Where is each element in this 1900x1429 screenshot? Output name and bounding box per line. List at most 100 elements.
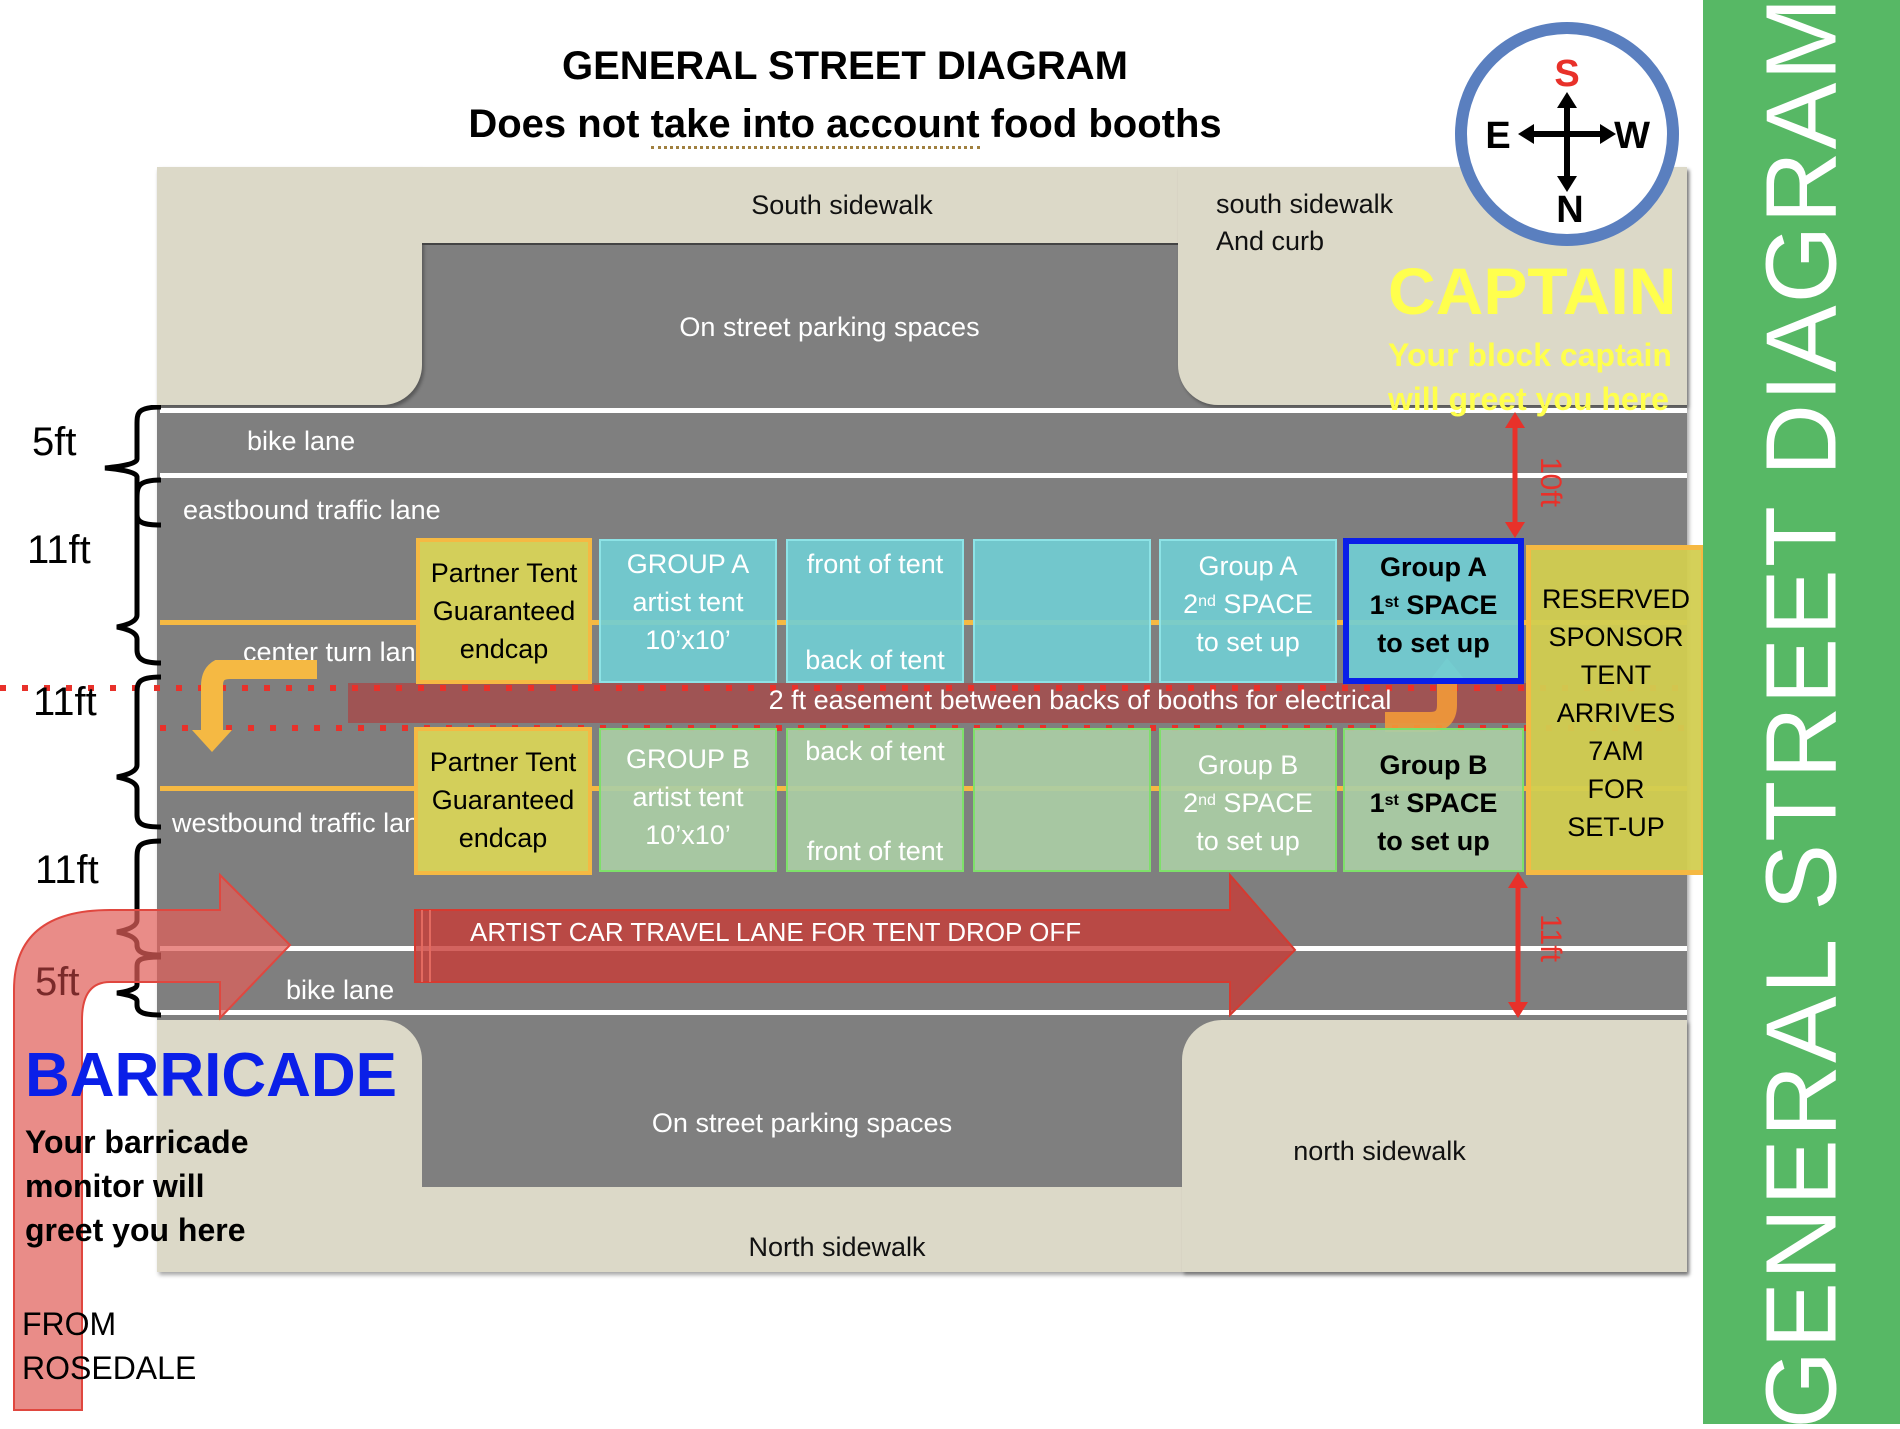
sponsor-line: ARRIVES (1556, 698, 1676, 728)
artist-a-line1: GROUP A (626, 549, 750, 579)
barricade-title: BARRICADE (25, 1041, 397, 1110)
front-of-tent-label-b: front of tent (806, 836, 944, 866)
brace-5ft (104, 405, 162, 528)
group-a-second-space: Group A 2nd SPACE to set up (1159, 539, 1337, 683)
compass-east: E (1485, 115, 1510, 157)
group-b-artist-tent: GROUP B artist tent 10’x10’ (599, 728, 777, 872)
booth-a-empty (973, 539, 1151, 683)
southwest-corner-sidewalk (157, 167, 422, 405)
north-sidewalk-label: North sidewalk (748, 1232, 926, 1262)
second-b-line3: to set up (1196, 826, 1300, 856)
subtitle-part-2: take into account (650, 102, 980, 149)
westbound-lane-label: westbound traffic lane (172, 808, 435, 838)
sponsor-line: 7AM (1588, 736, 1644, 766)
partner-tent-a: Partner Tent Guaranteed endcap (416, 538, 592, 684)
lane-line (160, 473, 1687, 478)
booth-a-front-back: front of tent back of tent (786, 539, 964, 683)
measure-bottom-label: 11ft (1534, 914, 1567, 962)
artist-b-line2: artist tent (632, 782, 744, 812)
travel-lane-label: ARTIST CAR TRAVEL LANE FOR TENT DROP OFF (470, 917, 1082, 947)
barricade-line1: Your barricade (25, 1124, 249, 1160)
side-banner-title-box: GENERAL STREET DIAGRAM (1703, 0, 1900, 1429)
arrow-up-icon (1508, 872, 1528, 888)
group-b-second-space: Group B 2nd SPACE to set up (1159, 728, 1337, 872)
north-parking-label: On street parking spaces (651, 1108, 953, 1138)
south-parking-label: On street parking spaces (679, 312, 980, 342)
from-line1: FROM (22, 1306, 117, 1342)
group-b-first-space: Group B 1st SPACE to set up (1343, 728, 1524, 872)
partner-b-line3: endcap (458, 823, 548, 853)
brace-11ft-1 (116, 477, 162, 666)
first-b-line1: Group B (1379, 750, 1488, 780)
sponsor-line: SET-UP (1567, 812, 1665, 842)
first-b-line3: to set up (1377, 826, 1490, 856)
subtitle-part-1: Does not (468, 102, 651, 146)
dimension-label: 11ft (33, 680, 97, 724)
side-banner (1703, 0, 1900, 1424)
subtitle-part-3: food booths (979, 102, 1222, 146)
booth-b-back-front: back of tent front of tent (786, 728, 964, 872)
easement-label: 2 ft easement between backs of booths fo… (768, 685, 1392, 715)
front-of-tent-label: front of tent (806, 549, 944, 579)
partner-tent-b: Partner Tent Guaranteed endcap (414, 727, 592, 875)
artist-a-line3: 10’x10’ (645, 625, 731, 655)
captain-line1: Your block captain (1388, 337, 1672, 373)
easement-band (348, 683, 1528, 723)
north-sidewalk-right (1182, 1020, 1687, 1272)
back-of-tent-label: back of tent (805, 645, 945, 675)
artist-a-line2: artist tent (632, 587, 744, 617)
partner-b-line2: Guaranteed (431, 785, 575, 815)
lane-line (160, 1010, 1687, 1015)
first-b-line2: 1st SPACE (1369, 788, 1498, 818)
partner-a-line3: endcap (459, 634, 549, 664)
group-a-first-space: Group A 1st SPACE to set up (1343, 538, 1524, 684)
second-a-line2: 2nd SPACE (1183, 589, 1313, 619)
measure-top-label-box: 10ft (1530, 452, 1570, 512)
north-sidewalk-right-label: north sidewalk (1293, 1136, 1466, 1166)
sponsor-line: TENT (1580, 660, 1652, 690)
reserved-sponsor-tent: RESERVED SPONSOR TENT ARRIVES 7AM FOR SE… (1526, 545, 1706, 875)
easement-dotted-lines (0, 685, 1690, 731)
compass-icon: S E W N (1455, 22, 1679, 246)
dimension-label: 5ft (32, 420, 77, 464)
compass-north: N (1556, 189, 1583, 231)
turn-arrow-icon (192, 660, 317, 752)
bike-lane-bottom-label: bike lane (286, 975, 395, 1005)
partner-a-line1: Partner Tent (430, 558, 578, 588)
barricade-entry-arrow-icon (13, 872, 292, 1411)
sponsor-line: FOR (1587, 774, 1645, 804)
captain-title: CAPTAIN (1388, 254, 1677, 328)
travel-lane-arrow-icon (414, 872, 1297, 1018)
northwest-corner-sidewalk (157, 1020, 422, 1272)
arrow-down-icon (1508, 1002, 1528, 1018)
second-a-line1: Group A (1198, 551, 1298, 581)
dimension-label: 5ft (35, 960, 80, 1004)
bike-lane-top-label: bike lane (247, 426, 356, 456)
south-curb-label: south sidewalk And curb (1216, 186, 1393, 260)
arrow-up-icon (1505, 412, 1525, 428)
diagram-title: GENERAL STREET DIAGRAM (562, 44, 1128, 88)
group-a-artist-tent: GROUP A artist tent 10’x10’ (599, 539, 777, 683)
sponsor-line: SPONSOR (1548, 622, 1684, 652)
from-line2: ROSEDALE (22, 1350, 197, 1386)
partner-b-line1: Partner Tent (429, 747, 577, 777)
south-curb-line1: south sidewalk (1216, 189, 1394, 219)
eastbound-lane-label: eastbound traffic lane (183, 495, 441, 525)
booth-b-empty (973, 728, 1151, 872)
measure-bottom-label-box: 11ft (1530, 908, 1570, 968)
first-a-line3: to set up (1377, 628, 1490, 658)
barricade-line3: greet you here (25, 1212, 246, 1248)
second-b-line2: 2nd SPACE (1183, 788, 1313, 818)
from-rosedale: FROM ROSEDALE (22, 1302, 196, 1390)
measure-arrows (1505, 412, 1528, 1018)
partner-a-line2: Guaranteed (432, 596, 576, 626)
dimension-label: 11ft (35, 848, 99, 892)
captain-text: Your block captain will greet you here (1388, 333, 1672, 421)
south-curb-line2: And curb (1216, 226, 1325, 256)
dimension-label: 11ft (27, 528, 91, 572)
north-sidewalk (422, 1187, 1182, 1272)
back-of-tent-label-b: back of tent (805, 736, 945, 766)
artist-b-line3: 10’x10’ (645, 820, 731, 850)
brace-11ft-2 (116, 674, 162, 830)
south-sidewalk-label: South sidewalk (751, 190, 933, 220)
